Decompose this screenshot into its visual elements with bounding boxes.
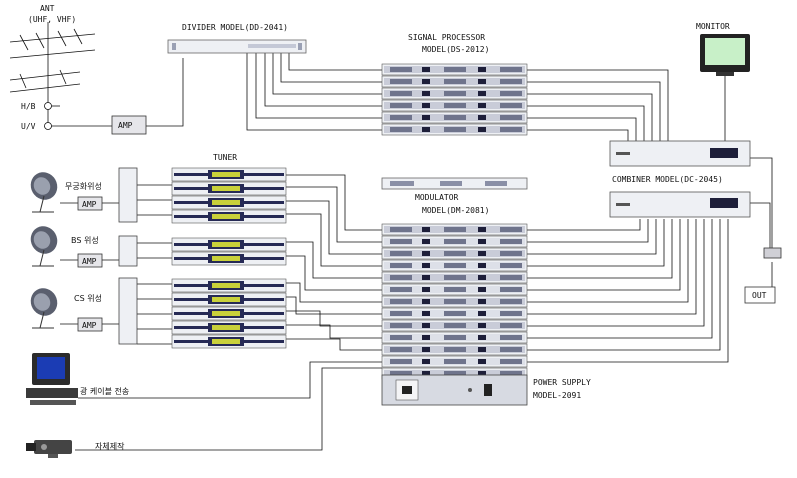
monitor-label: MONITOR: [696, 22, 730, 31]
divider-unit: [167, 39, 307, 54]
ant-port-hb: H/B: [21, 102, 36, 111]
tuner-unit-8: [171, 292, 287, 307]
amp-satellite-2-label: AMP: [82, 257, 97, 266]
modulator-unit-10: [381, 331, 528, 344]
modulator-unit-1: [381, 223, 528, 236]
modulator-model: MODEL(DM-2081): [422, 206, 489, 215]
satellite-dish-icon-3: [30, 288, 58, 329]
satellite-dish-icon-2: [30, 226, 58, 267]
tuner-unit-4: [171, 209, 287, 224]
amp-satellite-3: AMP: [77, 317, 103, 332]
monitor-icon: [700, 34, 750, 76]
signal-processor-unit-5: [381, 111, 528, 124]
out-splitter: [763, 247, 782, 259]
amp-satellite-2: AMP: [77, 253, 103, 268]
antenna-icon: [9, 22, 96, 130]
signal-processor-model: MODEL(DS-2012): [422, 45, 489, 54]
power-supply-model: MODEL-2091: [533, 391, 581, 400]
combiner-label: COMBINER MODEL(DC-2045): [612, 175, 723, 184]
modulator-unit-13: [381, 367, 528, 380]
out-label: OUT: [752, 291, 767, 300]
modulator-unit-4: [381, 259, 528, 272]
satellite-dish-icon-1: [30, 172, 58, 213]
signal-processor-unit-2: [381, 75, 528, 88]
modulator-top-unit: [381, 177, 528, 190]
tuner-unit-11: [171, 334, 287, 349]
tuner-unit-5: [171, 237, 287, 252]
modulator-rack: [381, 223, 528, 380]
splitter-box-2: [118, 235, 138, 267]
modulator-unit-12: [381, 355, 528, 368]
wires: [48, 53, 773, 451]
self-production-label: 자체제작: [95, 441, 125, 451]
tuner-unit-9: [171, 306, 287, 321]
splitter-box-3: [118, 277, 138, 345]
power-supply-title: POWER SUPPLY: [533, 378, 591, 387]
tuner-unit-6: [171, 251, 287, 266]
sat-label-3: CS 위성: [74, 294, 102, 303]
tuner-unit-3: [171, 195, 287, 210]
modulator-title: MODULATOR: [415, 193, 459, 202]
tuner-label: TUNER: [213, 153, 237, 162]
divider-label: DIVIDER MODEL(DD-2041): [182, 23, 288, 32]
tuner-rack: [171, 167, 287, 349]
modulator-unit-6: [381, 283, 528, 296]
signal-processor-unit-1: [381, 63, 528, 76]
tuner-unit-7: [171, 278, 287, 293]
out-box: OUT: [744, 286, 776, 304]
tuner-unit-10: [171, 320, 287, 335]
amp-satellite-1: AMP: [77, 196, 103, 211]
sat-label-1: 무궁화위성: [65, 182, 102, 191]
ant-port-uv: U/V: [21, 122, 36, 131]
combiner-unit-1: [609, 140, 751, 167]
power-supply-unit: [381, 374, 528, 406]
signal-processor-title: SIGNAL PROCESSOR: [408, 33, 485, 42]
amp-antenna: AMP: [111, 115, 147, 135]
computer-icon: [26, 353, 78, 405]
signal-processor-unit-3: [381, 87, 528, 100]
modulator-unit-3: [381, 247, 528, 260]
signal-processor-unit-6: [381, 123, 528, 136]
combiner-unit-2: [609, 191, 751, 218]
modulator-unit-5: [381, 271, 528, 284]
tuner-unit-1: [171, 167, 287, 182]
splitter-box-1: [118, 167, 138, 223]
ant-band: (UHF, VHF): [28, 15, 76, 24]
modulator-unit-11: [381, 343, 528, 356]
sat-label-2: BS 위성: [71, 236, 99, 245]
amp-antenna-label: AMP: [118, 121, 133, 130]
modulator-unit-2: [381, 235, 528, 248]
camera-icon: [26, 440, 72, 458]
signal-processor-rack: [381, 63, 528, 136]
modulator-unit-9: [381, 319, 528, 332]
fiber-label: 광 케이블 전송: [80, 386, 129, 396]
amp-satellite-1-label: AMP: [82, 200, 97, 209]
modulator-unit-7: [381, 295, 528, 308]
amp-satellite-3-label: AMP: [82, 321, 97, 330]
tuner-unit-2: [171, 181, 287, 196]
signal-processor-unit-4: [381, 99, 528, 112]
modulator-unit-8: [381, 307, 528, 320]
ant-title: ANT: [40, 4, 55, 13]
